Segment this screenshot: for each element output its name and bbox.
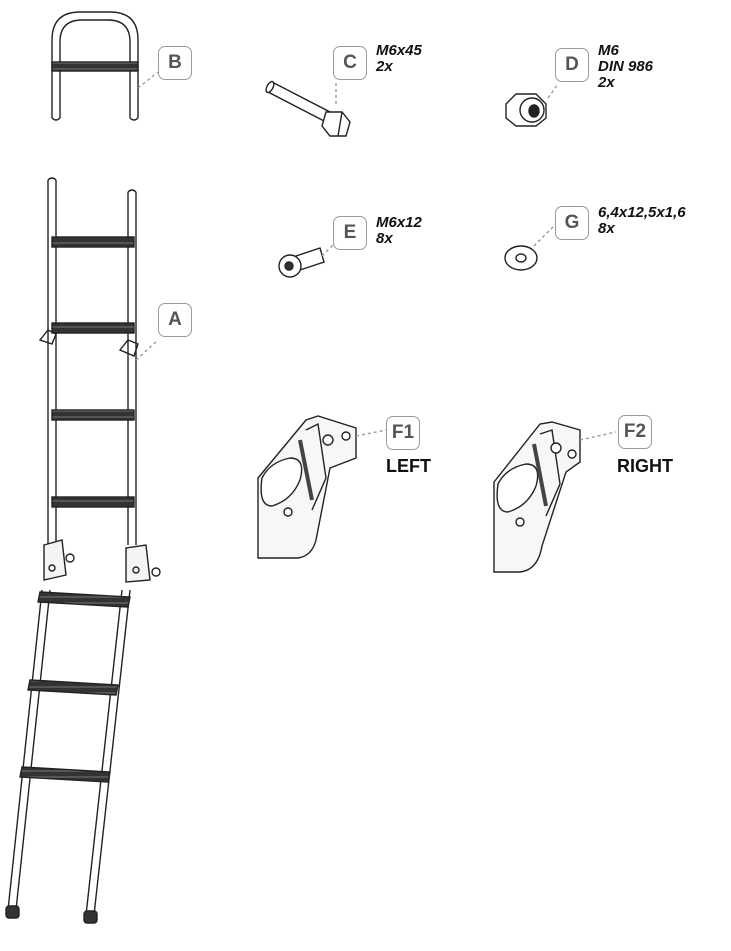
spec-part-g: 6,4x12,5x1,6 8x bbox=[598, 205, 686, 237]
spec-part-g-qty: 8x bbox=[598, 220, 615, 237]
spec-part-e-qty: 8x bbox=[376, 230, 393, 247]
label-part-g: G bbox=[555, 206, 589, 240]
spec-part-c-size: M6x45 bbox=[376, 42, 422, 59]
spec-part-d-qty: 2x bbox=[598, 74, 615, 91]
spec-part-d-standard: DIN 986 bbox=[598, 58, 654, 75]
spec-part-d-size: M6 bbox=[598, 42, 619, 59]
screw-part-e bbox=[278, 243, 335, 278]
spec-part-c-qty: 2x bbox=[376, 58, 393, 75]
label-part-a: A bbox=[158, 303, 192, 337]
washer-part-g bbox=[504, 223, 557, 271]
side-part-f1: LEFT bbox=[386, 456, 431, 476]
spec-part-c: M6x45 2x bbox=[376, 43, 422, 75]
bolt-part-c bbox=[265, 80, 351, 137]
side-part-f2: RIGHT bbox=[617, 456, 673, 476]
label-part-c: C bbox=[333, 46, 367, 80]
bracket-part-f2 bbox=[493, 421, 617, 573]
label-part-b: B bbox=[158, 46, 192, 80]
spec-part-e: M6x12 8x bbox=[376, 215, 422, 247]
label-part-f2: F2 bbox=[618, 415, 652, 449]
nut-part-d bbox=[505, 83, 559, 127]
label-part-f1: F1 bbox=[386, 416, 420, 450]
label-part-d: D bbox=[555, 48, 589, 82]
spec-part-e-size: M6x12 bbox=[376, 214, 422, 231]
handle-part-b bbox=[51, 11, 159, 121]
label-part-e: E bbox=[333, 216, 367, 250]
bracket-part-f1 bbox=[257, 415, 387, 559]
ladder-part-a bbox=[5, 177, 161, 924]
spec-part-g-size: 6,4x12,5x1,6 bbox=[598, 204, 686, 221]
spec-part-d: M6 DIN 986 2x bbox=[598, 43, 653, 91]
